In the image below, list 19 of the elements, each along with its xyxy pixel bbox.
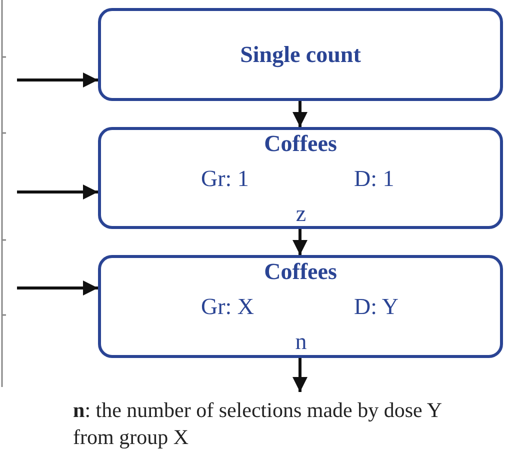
arrow (292, 101, 308, 127)
process-box (98, 127, 503, 229)
group-label: Gr: X (201, 295, 254, 318)
arrow (17, 280, 98, 296)
box-title: Single count (239, 43, 362, 66)
count-variable: z (294, 202, 308, 225)
process-box (98, 8, 503, 101)
box-title: Coffees (263, 260, 338, 283)
arrow (292, 229, 308, 255)
process-box (98, 255, 503, 358)
group-label: Gr: 1 (201, 167, 249, 190)
dose-label: D: 1 (354, 167, 394, 190)
footnote: n: the number of selections made by dose Y from group X (73, 397, 453, 451)
arrow (17, 72, 98, 88)
dose-label: D: Y (354, 295, 399, 318)
box-title: Coffees (263, 132, 338, 155)
arrow (292, 358, 308, 392)
arrow (17, 184, 98, 200)
count-variable: n (294, 330, 308, 353)
